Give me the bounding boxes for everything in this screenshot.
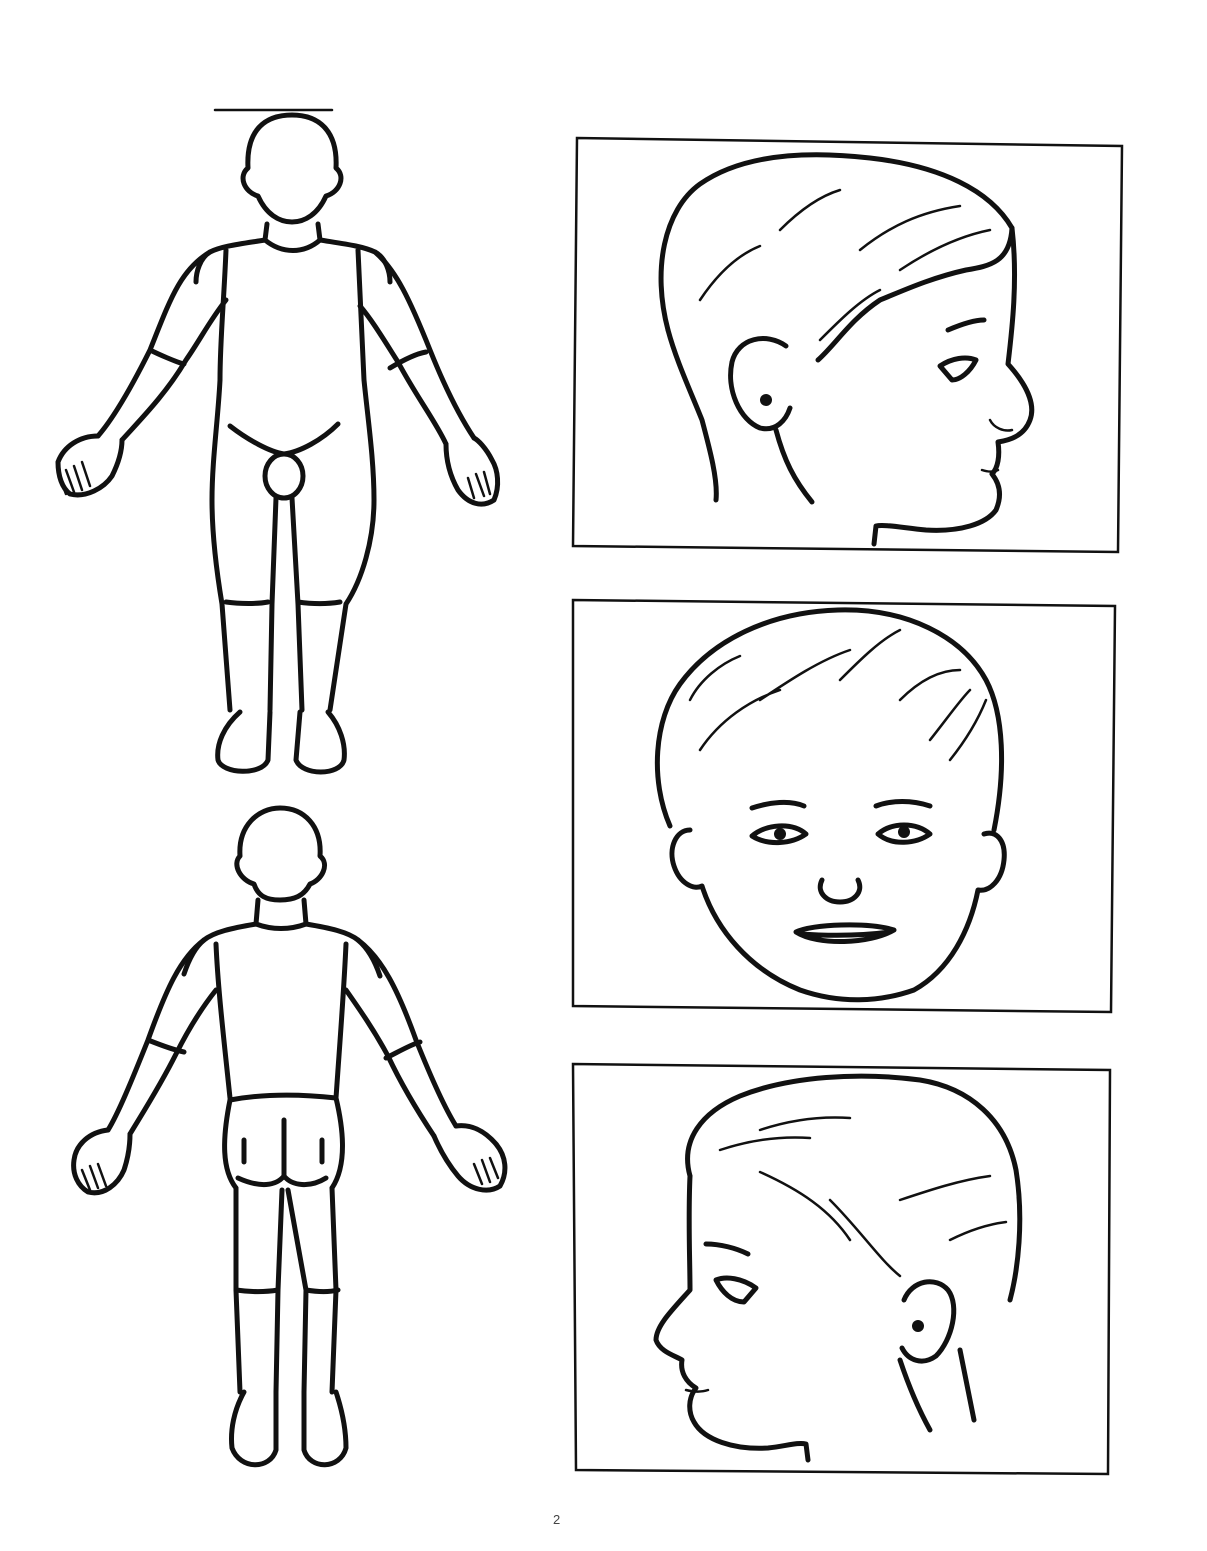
back-knee-lines xyxy=(236,1290,338,1292)
front-face-left-brow xyxy=(752,802,804,808)
head-right-profile xyxy=(573,138,1122,552)
front-knee-lines xyxy=(226,602,340,604)
front-right-fingers xyxy=(468,472,490,498)
body-back-outline xyxy=(74,808,505,1465)
front-face-left-pupil xyxy=(774,828,786,840)
back-left-foot xyxy=(232,1392,277,1465)
profile1-nostril xyxy=(990,420,1012,431)
front-right-arm xyxy=(360,252,474,444)
back-head xyxy=(237,808,325,900)
back-waistline xyxy=(230,1095,336,1100)
profile2-hair xyxy=(688,1076,1020,1300)
back-buttocks xyxy=(225,1098,343,1188)
profile1-eyebrow xyxy=(948,320,984,330)
frame-1 xyxy=(573,138,1122,552)
profile2-face xyxy=(656,1176,808,1460)
front-face-hair-strokes xyxy=(690,630,986,760)
front-left-fingers xyxy=(60,462,90,494)
profile1-ear-canal xyxy=(760,394,772,406)
front-face-mouth xyxy=(796,925,894,942)
front-head xyxy=(243,115,341,222)
back-left-arm xyxy=(108,940,216,1134)
front-face-right-pupil xyxy=(898,826,910,838)
front-face-right-brow xyxy=(876,802,930,807)
profile1-ear xyxy=(731,339,790,429)
profile1-eye xyxy=(940,358,976,380)
front-groin xyxy=(265,454,303,498)
back-left-hand xyxy=(74,1130,130,1193)
profile1-neck xyxy=(776,430,812,502)
profile2-hair-strokes xyxy=(720,1118,1006,1277)
front-face-hair xyxy=(657,610,1001,830)
head-front-view xyxy=(573,600,1115,1012)
head-left-profile xyxy=(573,1064,1110,1474)
page-number: 2 xyxy=(553,1512,560,1527)
back-torso xyxy=(184,924,380,1098)
front-briefs xyxy=(230,424,338,454)
frame-2 xyxy=(573,600,1115,1012)
profile2-eyebrow xyxy=(706,1244,748,1254)
back-left-fingers xyxy=(82,1164,106,1190)
profile2-eye xyxy=(716,1278,756,1302)
front-face-nose xyxy=(820,880,860,902)
profile2-ear xyxy=(902,1282,954,1361)
back-right-hand xyxy=(434,1126,505,1190)
body-front-outline xyxy=(58,115,498,772)
front-left-arm xyxy=(98,252,226,440)
profile1-hair-strokes xyxy=(700,190,990,340)
profile2-ear-canal xyxy=(912,1320,924,1332)
profile1-hair xyxy=(661,155,1012,360)
front-face-outline xyxy=(672,830,1004,1000)
profile1-back xyxy=(668,330,716,500)
back-right-arm xyxy=(346,940,456,1136)
profile2-neck xyxy=(900,1350,974,1430)
back-right-foot xyxy=(304,1392,346,1465)
profile1-mouth xyxy=(982,470,998,472)
front-left-foot xyxy=(218,712,270,771)
back-right-fingers xyxy=(474,1158,498,1184)
front-right-foot xyxy=(296,712,344,772)
front-neck xyxy=(265,224,320,251)
frame-3 xyxy=(573,1064,1110,1474)
back-neck xyxy=(256,900,306,929)
